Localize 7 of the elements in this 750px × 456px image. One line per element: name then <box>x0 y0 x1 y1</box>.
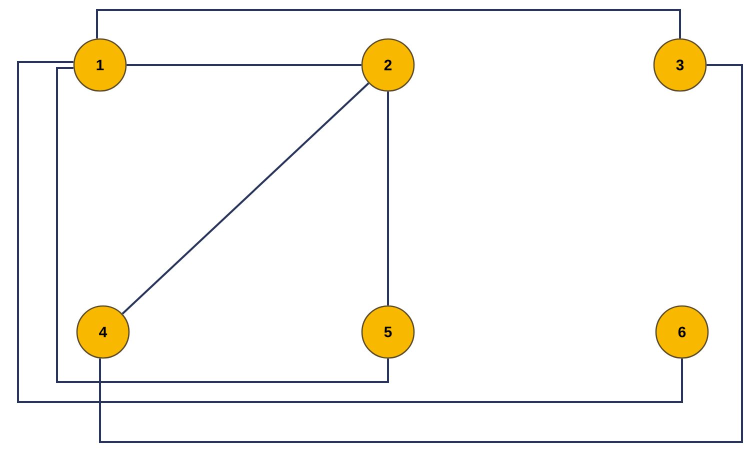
connector <box>122 82 370 315</box>
connector <box>17 61 683 403</box>
connector <box>56 67 389 383</box>
connector <box>387 92 389 306</box>
connector <box>96 9 681 38</box>
connector <box>126 64 362 66</box>
connector <box>99 64 743 443</box>
